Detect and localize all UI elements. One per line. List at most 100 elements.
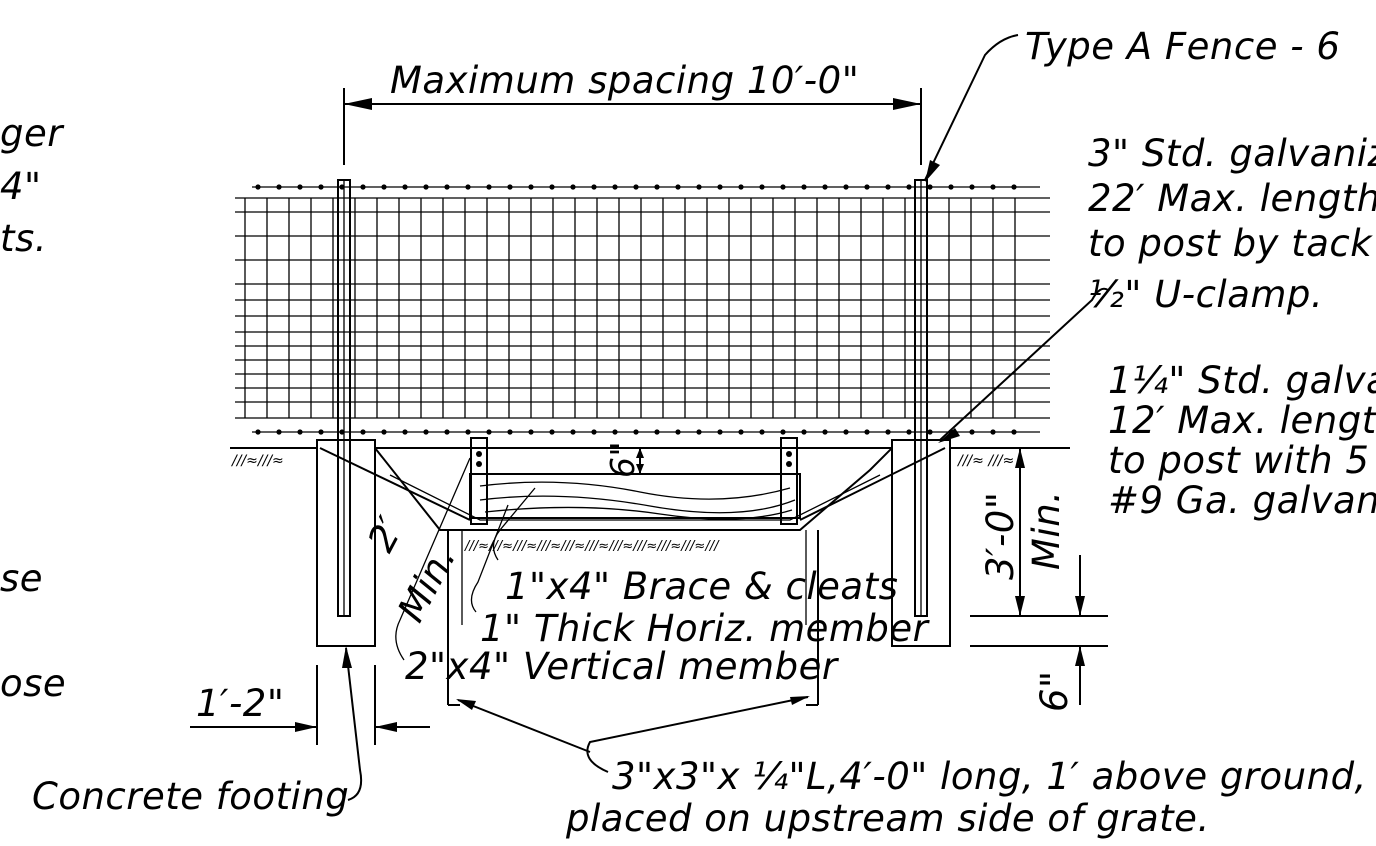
barb — [402, 184, 408, 190]
barb — [360, 184, 366, 190]
barb — [990, 184, 996, 190]
barb — [381, 429, 387, 435]
svg-text:///≈///≈: ///≈///≈ — [230, 453, 284, 469]
barb — [591, 184, 597, 190]
left-fragment-2: 4" — [0, 165, 42, 208]
barb — [444, 429, 450, 435]
barbed-wire-top — [252, 184, 1040, 190]
barb — [675, 429, 681, 435]
vertical-member-right — [780, 437, 798, 525]
barb — [906, 184, 912, 190]
vertical-member-left — [470, 437, 488, 525]
barb — [507, 184, 513, 190]
barb — [738, 184, 744, 190]
brace-cleats-label: 1"x4" Brace & cleats — [505, 565, 899, 608]
barb — [738, 429, 744, 435]
barb — [654, 184, 660, 190]
left-fragment-3: ts. — [0, 217, 48, 260]
top-rail-spec-line-3: to post by tack — [1088, 222, 1373, 265]
left-fragment-5: ose — [0, 662, 67, 705]
barb — [759, 184, 765, 190]
barb — [549, 429, 555, 435]
six-inch-bottom-label: 6" — [1033, 670, 1076, 712]
top-rail-spec-line-2: 22′ Max. length — [1088, 177, 1376, 220]
barb — [339, 184, 345, 190]
angle-spec-line-2: placed on upstream side of grate. — [566, 797, 1210, 840]
barb — [570, 184, 576, 190]
barb — [633, 184, 639, 190]
barb — [423, 429, 429, 435]
right-concrete-footing — [891, 439, 951, 647]
left-fragment-1: ger — [0, 112, 63, 155]
barb — [864, 184, 870, 190]
six-inch-top-label: 6" — [603, 440, 642, 478]
barb — [549, 184, 555, 190]
barb — [927, 184, 933, 190]
barb — [591, 429, 597, 435]
barb — [528, 184, 534, 190]
barb — [969, 429, 975, 435]
barb — [717, 429, 723, 435]
barb — [717, 184, 723, 190]
top-rail-spec-line-1: 3" Std. galvaniz — [1088, 132, 1376, 175]
barb — [759, 429, 765, 435]
brace-left — [319, 447, 471, 521]
barb — [990, 429, 996, 435]
barb — [381, 184, 387, 190]
svg-text:///≈ ///≈: ///≈ ///≈ — [956, 453, 1014, 469]
barb — [444, 184, 450, 190]
barb — [927, 429, 933, 435]
barb — [276, 429, 282, 435]
barb — [486, 184, 492, 190]
barb — [822, 429, 828, 435]
barb — [654, 429, 660, 435]
barb — [843, 429, 849, 435]
channel-outline — [374, 447, 893, 531]
barb — [822, 184, 828, 190]
barb — [360, 429, 366, 435]
barb — [570, 429, 576, 435]
barb — [402, 429, 408, 435]
barb — [633, 429, 639, 435]
barb — [255, 429, 261, 435]
barb — [969, 184, 975, 190]
barb — [528, 429, 534, 435]
barb — [696, 184, 702, 190]
barb — [780, 429, 786, 435]
brace-right — [799, 447, 946, 521]
barb — [318, 429, 324, 435]
barb — [339, 429, 345, 435]
barb — [507, 429, 513, 435]
post-spec-line-1: 1¼" Std. galva — [1108, 359, 1376, 402]
type-a-fence-label: Type A Fence - 6 — [1025, 25, 1341, 68]
post-spec-line-2: 12′ Max. lengt — [1108, 399, 1376, 442]
post-spec-line-3: to post with 5 — [1108, 439, 1370, 482]
depth-label: 3′-0" — [979, 491, 1022, 580]
barb — [843, 184, 849, 190]
barb — [297, 184, 303, 190]
barb — [885, 429, 891, 435]
vertical-member-label: 2"x4" Vertical member — [405, 645, 838, 688]
barbed-wire-bottom — [252, 429, 1040, 435]
barb — [297, 429, 303, 435]
barb — [486, 429, 492, 435]
barb — [780, 184, 786, 190]
horiz-member-label: 1" Thick Horiz. member — [480, 607, 929, 650]
barb — [465, 184, 471, 190]
barb — [276, 184, 282, 190]
barb — [675, 184, 681, 190]
footing-width-label: 1′-2" — [196, 682, 285, 725]
barb — [696, 429, 702, 435]
barb — [612, 184, 618, 190]
barb — [1011, 429, 1017, 435]
max-spacing-label: Maximum spacing 10′-0" — [390, 59, 860, 102]
barb — [612, 429, 618, 435]
barb — [465, 429, 471, 435]
angle-spec-line-1: 3"x3"x ¼"L,4′-0" long, 1′ above ground, — [612, 755, 1367, 798]
left-fragment-4: se — [0, 557, 44, 600]
concrete-footing-label: Concrete footing — [32, 775, 350, 818]
barb — [423, 184, 429, 190]
barb — [906, 429, 912, 435]
svg-text:///≈///≈///≈///≈///≈///≈///≈//: ///≈///≈///≈///≈///≈///≈///≈///≈///≈///≈… — [464, 539, 720, 554]
barb — [255, 184, 261, 190]
